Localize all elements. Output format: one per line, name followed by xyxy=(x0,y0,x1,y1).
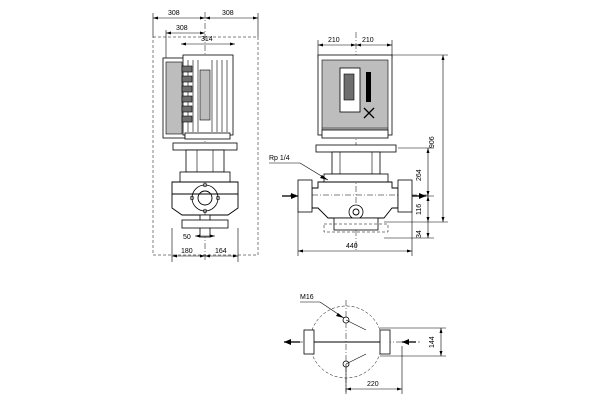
dim-front-width: 440 xyxy=(297,212,413,256)
side-terminal-box-cover xyxy=(165,61,183,135)
front-base-outline xyxy=(323,223,389,233)
side-motor xyxy=(162,54,234,140)
plan-flow-arrow-in-icon xyxy=(284,339,291,345)
dim-front-head-height: 264 xyxy=(416,169,423,181)
plan-bolt-label-text: M16 xyxy=(300,294,314,301)
side-view-envelope xyxy=(152,36,259,256)
front-pump-head xyxy=(323,173,389,183)
front-port-label-text: Rp 1/4 xyxy=(269,155,290,162)
dim-side-top-left: 308 xyxy=(168,10,180,17)
front-motor-flange xyxy=(321,129,389,139)
side-pump-flange xyxy=(191,184,219,212)
front-adapter-flange xyxy=(315,144,397,153)
front-outlet-flange xyxy=(397,179,413,213)
brand-logo-bar xyxy=(366,72,371,102)
side-pump-head xyxy=(179,171,231,183)
front-drain-plug xyxy=(348,204,364,220)
dim-side-bottom-left: 180 xyxy=(181,248,193,255)
side-motor-flange xyxy=(184,132,231,140)
dim-plan-height: 144 xyxy=(380,327,446,357)
dim-plan-width-label: 220 xyxy=(367,381,379,388)
front-coupling-guard xyxy=(331,151,381,175)
side-base xyxy=(181,219,229,229)
dim-side-third: 314 xyxy=(181,36,235,46)
side-cable-glands xyxy=(181,65,193,123)
dim-front-base: 34 xyxy=(416,230,423,238)
dim-side-pipe-label: 50 xyxy=(183,234,191,241)
front-adapter xyxy=(315,144,397,183)
side-coupling-guard xyxy=(185,149,225,173)
plan-inlet-flange xyxy=(303,329,315,355)
dim-front-top-left: 210 xyxy=(328,37,340,44)
front-flow-arrow-in-icon xyxy=(291,193,298,199)
front-view: 210 210 xyxy=(269,32,448,256)
plan-flow-arrow-out-icon xyxy=(402,339,409,345)
side-adapter-flange xyxy=(172,142,238,151)
dim-front-verticals: 906 264 116 34 xyxy=(384,54,448,239)
front-port-label: Rp 1/4 xyxy=(269,155,329,181)
dim-side-top-right: 308 xyxy=(222,10,234,17)
dim-plan-width: 220 xyxy=(345,346,403,394)
front-display xyxy=(343,73,355,101)
side-adapter xyxy=(172,142,238,183)
front-motor xyxy=(317,54,393,139)
front-inlet-flange xyxy=(297,179,313,213)
dim-plan-height-label: 144 xyxy=(429,336,436,348)
dim-side-bottom-right: 164 xyxy=(215,248,227,255)
dim-side-second-label: 308 xyxy=(176,25,188,32)
dim-front-top-right: 210 xyxy=(362,37,374,44)
plan-outlet-flange xyxy=(379,329,391,355)
dim-side-pipe: 50 xyxy=(183,234,215,241)
dim-front-axis-height: 116 xyxy=(416,204,423,215)
side-motor-plate xyxy=(199,69,211,121)
dim-side-second: 308 xyxy=(165,25,205,58)
dim-front-total-height: 906 xyxy=(429,136,436,148)
plan-bolt-label: M16 xyxy=(300,294,345,319)
brand-logo-icon xyxy=(363,107,375,119)
side-pump-housing xyxy=(171,181,239,238)
plan-view: M16 144 220 xyxy=(284,294,446,394)
side-view: 308 308 308 314 xyxy=(152,10,259,262)
dim-side-bottom: 180 164 xyxy=(171,228,239,262)
front-pump-housing xyxy=(297,179,413,233)
dim-side-third-label: 314 xyxy=(201,36,213,43)
dim-front-width-label: 440 xyxy=(346,243,358,250)
dim-side-top: 308 308 xyxy=(152,10,259,37)
